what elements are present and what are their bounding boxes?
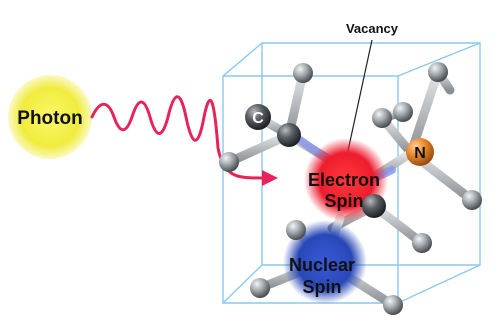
photon-label: Photon	[17, 108, 82, 129]
electron-spin-label-line1: Electron	[308, 170, 380, 190]
photon-wave	[90, 95, 264, 180]
atom	[277, 123, 301, 147]
atom	[286, 220, 306, 240]
nuclear-spin-cloud	[283, 220, 367, 304]
wave-arrowhead	[262, 170, 278, 186]
electron-spin-label-line2: Spin	[325, 191, 364, 211]
nuclear-spin-label-line2: Spin	[303, 277, 342, 297]
atom	[412, 233, 432, 253]
atom	[462, 190, 482, 210]
vacancy-label: Vacancy	[346, 21, 399, 36]
carbon-atom	[245, 104, 271, 130]
atom	[219, 152, 239, 172]
atom	[393, 102, 413, 122]
nitrogen-atom	[406, 138, 434, 166]
carbon-label: C	[252, 110, 264, 127]
lattice-atoms	[219, 62, 482, 315]
atom	[293, 63, 313, 83]
atom	[383, 295, 403, 315]
atom	[372, 108, 392, 128]
atom	[428, 62, 448, 82]
nitrogen-label: N	[414, 145, 426, 162]
nuclear-spin-label-line1: Nuclear	[289, 255, 355, 275]
photon-sphere	[8, 75, 92, 159]
atom	[362, 194, 386, 218]
atom	[250, 278, 270, 298]
